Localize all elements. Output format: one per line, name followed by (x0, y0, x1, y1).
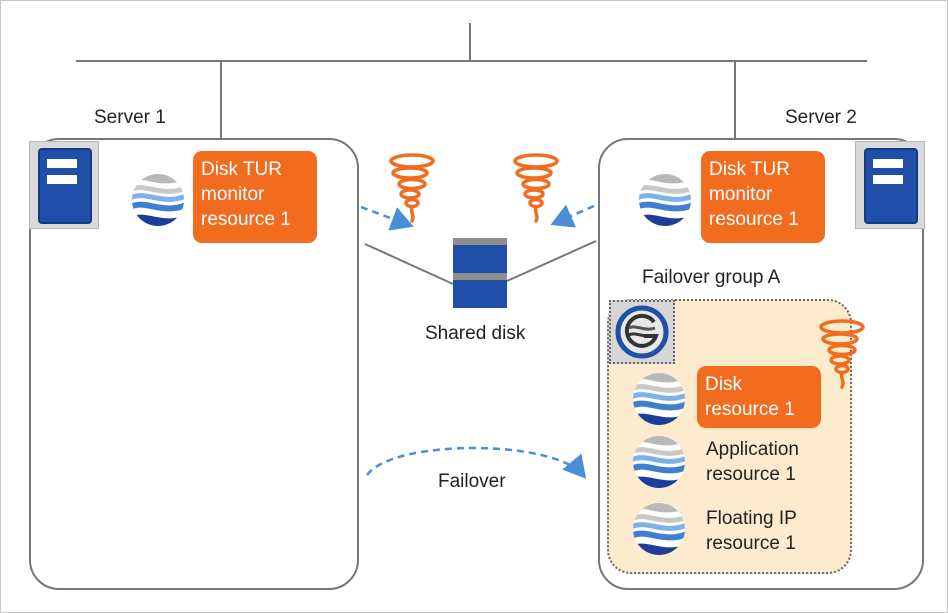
server2-monitor-line2: monitor (709, 184, 773, 205)
tornado-icon (511, 153, 561, 228)
disk-resource-line1: Disk (705, 374, 742, 395)
disk-resource-line2: resource 1 (705, 399, 795, 420)
resource-wave-icon (637, 172, 693, 233)
server1-monitor-line3: resource 1 (201, 209, 291, 230)
server1-monitor-box: Disk TUR monitor resource 1 (193, 151, 317, 243)
tornado-icon (817, 319, 867, 394)
floating-ip-resource-line2: resource 1 (706, 533, 796, 554)
failover-label: Failover (438, 471, 506, 492)
floating-ip-resource-label: Floating IP resource 1 (706, 506, 797, 556)
server1-label: Server 1 (94, 107, 166, 128)
disk-resource-box: Disk resource 1 (697, 366, 821, 428)
application-resource-label: Application resource 1 (706, 437, 799, 487)
disk-stack-icon (452, 237, 508, 320)
resource-wave-icon (631, 371, 687, 432)
server2-label: Server 2 (785, 107, 857, 128)
server-icon (855, 141, 925, 229)
application-resource-line1: Application (706, 439, 799, 460)
server2-monitor-box: Disk TUR monitor resource 1 (701, 151, 825, 243)
group-title: Failover group A (642, 267, 781, 288)
resource-wave-icon (631, 434, 687, 495)
group-g-icon (609, 300, 675, 364)
server1-monitor-line2: monitor (201, 184, 265, 205)
application-resource-line2: resource 1 (706, 464, 796, 485)
server2-monitor-line3: resource 1 (709, 209, 799, 230)
floating-ip-resource-line1: Floating IP (706, 508, 797, 529)
resource-wave-icon (130, 172, 186, 233)
server2-monitor-line1: Disk TUR (709, 159, 790, 180)
server-icon (29, 141, 99, 229)
shared-disk-label: Shared disk (425, 323, 526, 344)
resource-wave-icon (631, 501, 687, 562)
server1-monitor-line1: Disk TUR (201, 159, 282, 180)
